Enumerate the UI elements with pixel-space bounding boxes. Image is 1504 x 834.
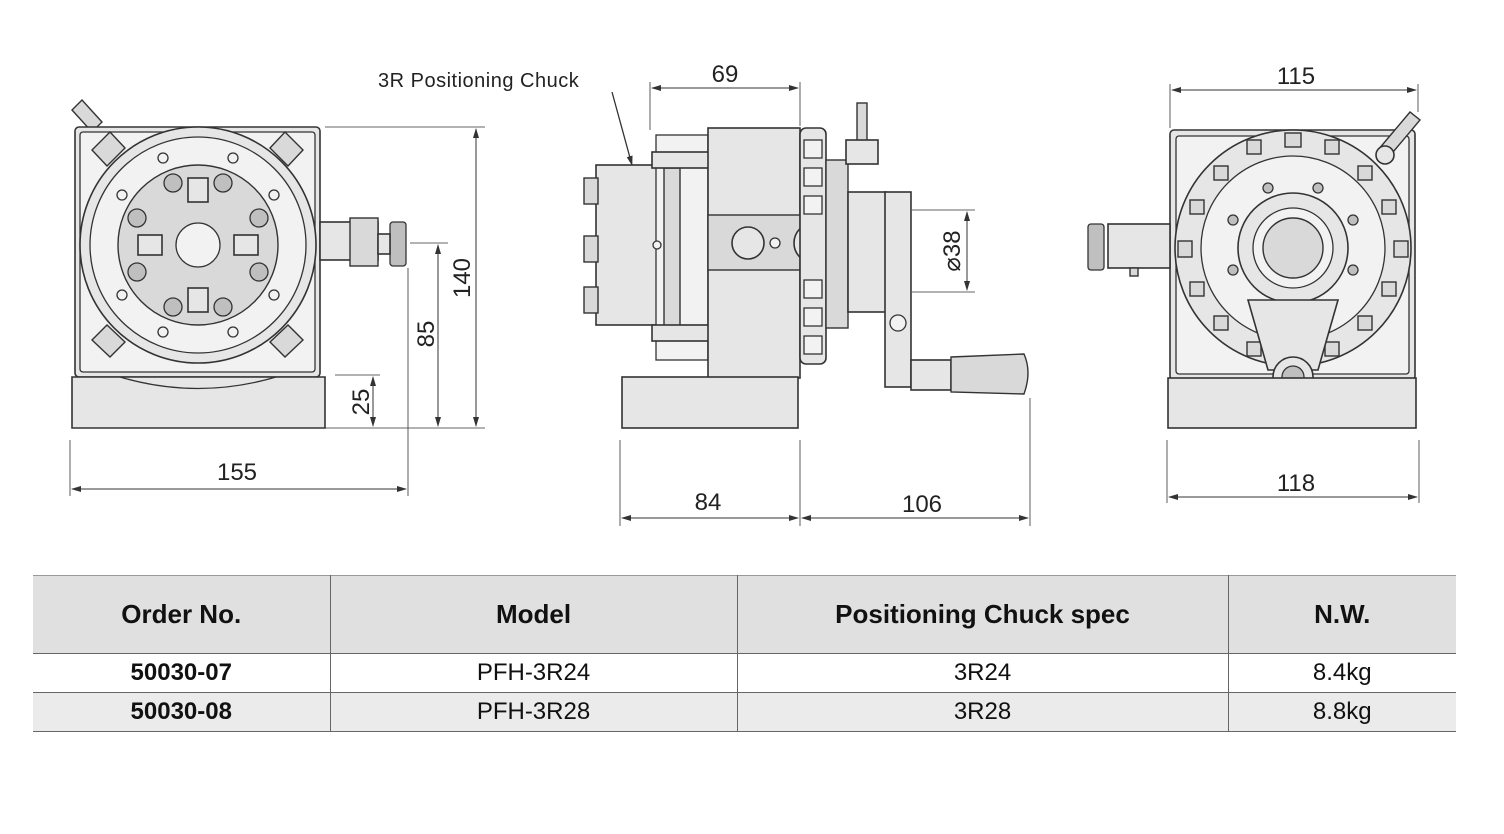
dim-rear-bottom: 118 bbox=[1277, 470, 1315, 497]
dim-side-handle: 106 bbox=[902, 491, 942, 518]
cell-order-no: 50030-08 bbox=[33, 692, 331, 732]
cell-nw: 8.4kg bbox=[1227, 653, 1456, 693]
dim-side-top: 69 bbox=[712, 61, 739, 88]
cell-model: PFH-3R24 bbox=[329, 653, 738, 693]
header-order-no: Order No. bbox=[33, 575, 331, 654]
spec-table: Order No. Model Positioning Chuck spec N… bbox=[33, 575, 1456, 732]
header-model: Model bbox=[329, 575, 738, 654]
header-nw: N.W. bbox=[1227, 575, 1456, 654]
table-row: 50030-07 PFH-3R24 3R24 8.4kg bbox=[33, 653, 1456, 693]
cell-chuck-spec: 3R24 bbox=[736, 653, 1229, 693]
rear-view: 115 118 bbox=[1087, 63, 1421, 503]
cell-chuck-spec: 3R28 bbox=[736, 692, 1229, 732]
dim-base-height: 25 bbox=[348, 389, 375, 416]
dim-rear-top: 115 bbox=[1277, 63, 1315, 90]
callout-chuck-label: 3R Positioning Chuck bbox=[378, 70, 580, 92]
dim-side-diameter: ⌀38 bbox=[939, 230, 966, 271]
side-view: 3R Positioning Chuck bbox=[378, 61, 1031, 526]
cell-order-no: 50030-07 bbox=[33, 653, 331, 693]
table-row: 50030-08 PFH-3R28 3R28 8.8kg bbox=[33, 692, 1456, 732]
dim-side-base: 84 bbox=[695, 489, 722, 516]
cell-model: PFH-3R28 bbox=[329, 692, 738, 732]
dim-center-height: 85 bbox=[413, 321, 440, 348]
table-header-row: Order No. Model Positioning Chuck spec N… bbox=[33, 575, 1456, 654]
dim-front-height: 140 bbox=[449, 258, 476, 298]
header-chuck-spec: Positioning Chuck spec bbox=[736, 575, 1229, 654]
cell-nw: 8.8kg bbox=[1227, 692, 1456, 732]
dim-front-width: 155 bbox=[217, 459, 257, 486]
front-view: 155 140 85 25 bbox=[69, 98, 485, 496]
technical-drawing: 155 140 85 25 3R Positioning Chuck bbox=[69, 61, 1421, 526]
